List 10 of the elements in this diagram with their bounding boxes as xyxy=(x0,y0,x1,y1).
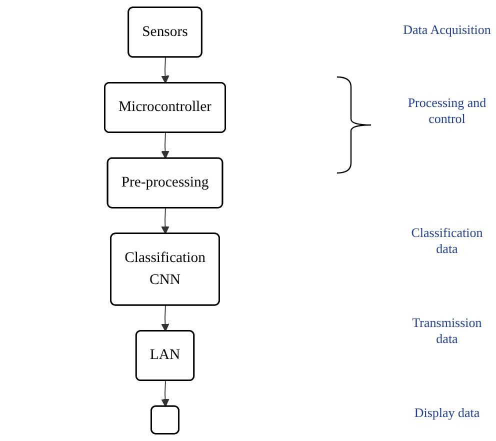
arrow xyxy=(161,56,170,84)
arrow xyxy=(161,305,170,332)
stage-label: Transmission data xyxy=(411,315,483,346)
arrow xyxy=(161,208,170,234)
arrow xyxy=(161,132,170,159)
stage-label: Classification data xyxy=(410,225,484,256)
stage-label: Data Acquisition xyxy=(402,22,492,38)
stage-label: Display data xyxy=(413,405,481,421)
stage-label: Processing and control xyxy=(406,95,488,126)
arrow xyxy=(161,380,170,407)
